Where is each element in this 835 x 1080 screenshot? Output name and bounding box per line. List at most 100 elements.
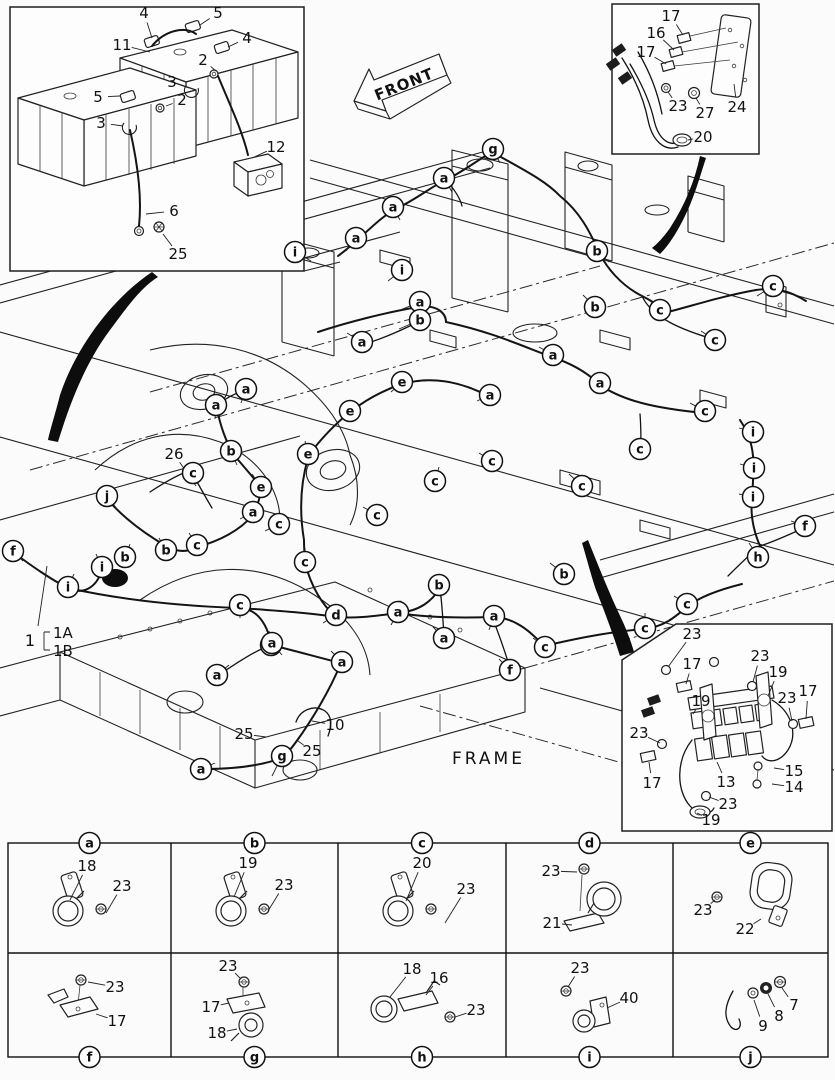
- svg-text:b: b: [415, 314, 424, 329]
- callout-10: 10: [311, 716, 345, 734]
- balloon-j: j: [739, 1045, 762, 1069]
- svg-text:a: a: [440, 172, 449, 187]
- balloon-a: a: [260, 631, 284, 656]
- svg-text:25: 25: [168, 245, 187, 263]
- legend-callout-17: 17: [201, 998, 230, 1016]
- ref-part-1: 1: [25, 631, 35, 650]
- svg-text:c: c: [701, 405, 709, 420]
- svg-text:d: d: [585, 837, 594, 852]
- balloon-i: i: [56, 573, 80, 599]
- svg-text:c: c: [683, 598, 691, 613]
- svg-text:c: c: [193, 539, 201, 554]
- svg-text:23: 23: [456, 880, 475, 898]
- balloon-c: c: [362, 503, 389, 527]
- svg-text:7: 7: [789, 996, 799, 1014]
- legend-callout-23: 23: [541, 862, 578, 880]
- balloon-i: i: [738, 420, 765, 444]
- balloon-c: c: [410, 831, 434, 855]
- svg-text:6: 6: [169, 202, 179, 220]
- svg-text:b: b: [592, 245, 601, 260]
- balloon-c: c: [423, 466, 447, 493]
- svg-text:15: 15: [784, 762, 803, 780]
- balloon-c: c: [673, 592, 699, 616]
- svg-text:a: a: [440, 632, 449, 647]
- ref-variant-1a: 1A: [53, 624, 74, 642]
- svg-text:i: i: [100, 561, 104, 576]
- svg-text:c: c: [769, 280, 777, 295]
- svg-text:i: i: [587, 1051, 591, 1066]
- balloon-e: e: [390, 370, 414, 394]
- svg-text:20: 20: [693, 128, 712, 146]
- balloon-a: a: [189, 757, 216, 781]
- svg-text:18: 18: [77, 857, 96, 875]
- svg-text:17: 17: [682, 655, 701, 673]
- svg-text:j: j: [104, 490, 109, 505]
- balloon-c: c: [756, 274, 785, 298]
- legend-callout-16: 16: [425, 969, 449, 996]
- svg-text:23: 23: [541, 862, 560, 880]
- svg-text:f: f: [507, 664, 513, 679]
- legend-callout-23: 23: [444, 880, 476, 924]
- svg-text:c: c: [656, 304, 664, 319]
- legend-callout-8: 8: [767, 993, 784, 1025]
- svg-text:c: c: [301, 556, 309, 571]
- svg-text:i: i: [400, 264, 404, 279]
- svg-text:a: a: [242, 383, 251, 398]
- legend-callout-20: 20: [405, 854, 432, 902]
- legend-callout-18: 18: [207, 1024, 238, 1042]
- callout-25: 25: [162, 233, 188, 263]
- balloon-f: f: [498, 658, 522, 682]
- balloon-b: b: [243, 831, 266, 855]
- svg-text:c: c: [418, 837, 426, 852]
- svg-text:a: a: [416, 296, 425, 311]
- svg-text:20: 20: [412, 854, 431, 872]
- svg-text:a: a: [268, 637, 277, 652]
- balloon-a: a: [386, 600, 410, 626]
- svg-text:17: 17: [107, 1012, 126, 1030]
- callout-19: 19: [767, 663, 788, 697]
- svg-text:25: 25: [234, 725, 253, 743]
- svg-text:19: 19: [701, 811, 720, 829]
- svg-text:a: a: [197, 763, 206, 778]
- callout-3: 3: [96, 114, 124, 132]
- svg-text:g: g: [250, 1051, 259, 1066]
- svg-text:14: 14: [784, 778, 803, 796]
- svg-text:i: i: [293, 246, 297, 261]
- svg-text:17: 17: [661, 7, 680, 25]
- svg-text:24: 24: [727, 98, 746, 116]
- callout-16: 16: [646, 24, 675, 51]
- svg-text:i: i: [751, 426, 755, 441]
- balloon-c: c: [648, 298, 672, 322]
- svg-text:17: 17: [798, 682, 817, 700]
- legend-callout-9: 9: [753, 999, 768, 1035]
- balloon-i: i: [739, 456, 766, 480]
- svg-text:23: 23: [570, 959, 589, 977]
- callout-17: 17: [636, 43, 667, 65]
- balloon-i: i: [578, 1045, 601, 1069]
- balloon-a: a: [234, 377, 258, 404]
- svg-text:8: 8: [774, 1007, 784, 1025]
- svg-text:e: e: [257, 481, 266, 496]
- balloon-a: a: [346, 330, 374, 354]
- callout-4: 4: [139, 4, 153, 39]
- balloon-i: i: [387, 258, 414, 282]
- svg-text:23: 23: [718, 795, 737, 813]
- balloon-b: b: [549, 562, 576, 586]
- svg-text:f: f: [10, 545, 16, 560]
- svg-text:17: 17: [636, 43, 655, 61]
- svg-text:23: 23: [750, 647, 769, 665]
- balloon-h: h: [746, 542, 770, 569]
- callout-4: 4: [227, 29, 252, 48]
- balloon-a: a: [78, 831, 101, 855]
- legend-callout-18: 18: [389, 960, 422, 998]
- balloon-e: e: [249, 473, 273, 499]
- ref-variant-1b: 1B: [53, 642, 73, 660]
- svg-text:12: 12: [266, 138, 285, 156]
- svg-text:23: 23: [112, 877, 131, 895]
- balloon-a: a: [381, 195, 405, 221]
- balloon-g: g: [270, 744, 294, 777]
